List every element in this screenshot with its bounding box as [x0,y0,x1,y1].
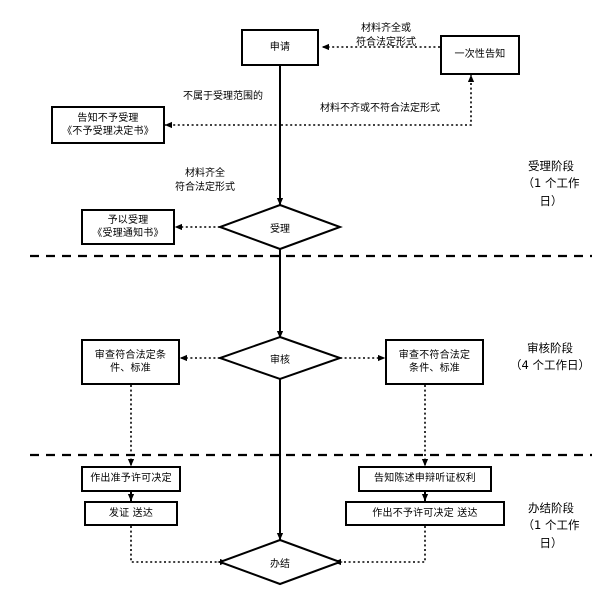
node-review-pass-line2: 件、标准 [110,363,151,374]
node-review-fail-line2: 条件、标准 [409,363,460,374]
node-review-fail-line1: 审查不符合法定 [398,349,471,361]
node-notify-rights-label: 告知陈述申辩听证权利 [374,473,476,485]
node-apply[interactable]: 申请 [241,29,319,66]
stage-label-accept-line1: 受理阶段 [528,159,574,173]
stage-label-complete-line3: 日） [539,535,563,550]
edge-label-materials-complete-line2: 符合法定形式 [175,181,235,193]
stage-label-review-line1: 审核阶段 [527,341,573,355]
node-review-pass-line1: 审查符合法定条 [94,349,167,361]
stage-label-complete-line2: （1 个工作 [522,518,580,533]
edge-label-not-in-scope: 不属于受理范围的 [166,90,280,104]
stage-label-complete: 办结阶段 （1 个工作 日） [505,500,597,552]
edge-label-materials-incomplete-text: 材料不齐或不符合法定形式 [320,103,440,114]
node-notify-reject-accept-line2: 《不予受理决定书》 [62,126,154,137]
edge-label-not-in-scope-text: 不属于受理范围的 [183,91,263,102]
node-one-time-notice[interactable]: 一次性告知 [440,35,520,75]
stage-label-accept: 受理阶段 （1 个工作 日） [505,158,597,210]
node-issue-deliver[interactable]: 发证 送达 [84,501,178,526]
node-notify-rights[interactable]: 告知陈述申辩听证权利 [358,466,492,492]
diamond-accept [217,203,343,251]
stage-label-accept-line3: 日） [539,193,563,208]
node-issue-deliver-label: 发证 送达 [108,507,154,519]
edge-issue-to-complete [130,526,228,566]
node-decision-deny-label: 作出不予许可决定 送达 [372,507,478,519]
node-grant-accept-line1: 予以受理 [107,214,149,226]
node-decision-approve[interactable]: 作出准予许可决定 [81,466,181,492]
node-decision-deny[interactable]: 作出不予许可决定 送达 [345,501,505,526]
edge-label-materials-incomplete: 材料不齐或不符合法定形式 [300,102,460,116]
node-notify-reject-accept-line1: 告知不予受理 [77,112,139,124]
node-apply-label: 申请 [269,41,291,53]
node-notify-reject-accept[interactable]: 告知不予受理 《不予受理决定书》 [51,106,165,144]
node-review-fail[interactable]: 审查不符合法定 条件、标准 [385,339,484,385]
diamond-complete [217,538,343,586]
edge-label-materials-complete-top-line2: 符合法定形式 [356,36,416,48]
edge-label-materials-complete: 材料齐全 符合法定形式 [150,167,260,194]
node-one-time-notice-label: 一次性告知 [454,49,506,61]
node-grant-accept[interactable]: 予以受理 《受理通知书》 [81,209,175,245]
stage-label-review-line2: （4 个工作日） [510,358,590,373]
stage-label-review: 审核阶段 （4 个工作日） [500,340,600,375]
edge-label-materials-complete-top: 材料齐全或 符合法定形式 [331,22,441,49]
stage-label-accept-line2: （1 个工作 [522,176,580,191]
edge-label-materials-complete-top-line1: 材料齐全或 [361,23,411,34]
edge-label-materials-complete-line1: 材料齐全 [185,168,225,179]
edge-deny-to-complete [333,526,426,566]
diamond-review [216,335,344,381]
node-decision-approve-label: 作出准予许可决定 [90,473,172,485]
edge-apply-to-onetime [281,74,475,126]
stage-label-complete-line1: 办结阶段 [528,501,574,515]
node-review-pass[interactable]: 审查符合法定条 件、标准 [81,339,180,385]
node-grant-accept-line2: 《受理通知书》 [92,228,164,239]
